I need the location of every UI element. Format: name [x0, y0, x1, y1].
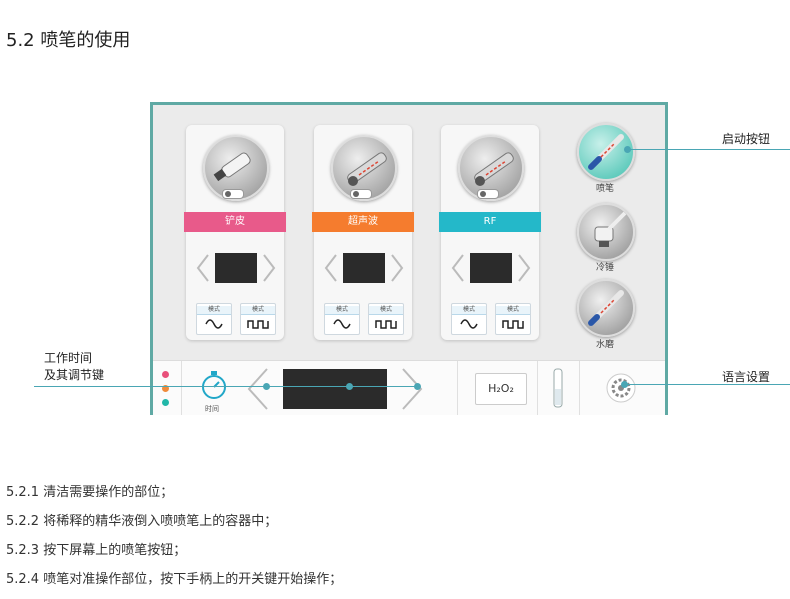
test-tube-icon: [553, 368, 563, 408]
ultrasonic-tool-button[interactable]: [331, 135, 397, 201]
mode-label: 模式: [496, 306, 530, 315]
callout-work-time-line2: 及其调节键: [44, 368, 105, 382]
callout-line-start: [627, 149, 790, 150]
callout-dot: [346, 383, 353, 390]
callout-dot: [624, 146, 631, 153]
rf-handpiece-icon: [474, 152, 514, 186]
panel-label-rf: RF: [439, 212, 541, 232]
panel-label-ultrasonic: 超声波: [312, 212, 414, 232]
ultrasonic-level-display: [343, 253, 385, 283]
device-screen: 铲皮 模式 模式 超声波 模式 模式: [150, 102, 668, 415]
chevron-left-icon[interactable]: [449, 253, 467, 283]
ultrasonic-toggle[interactable]: [350, 189, 372, 199]
gear-icon[interactable]: [605, 372, 637, 404]
divider: [181, 361, 182, 415]
h2o2-button[interactable]: H₂O₂: [475, 373, 527, 405]
callout-dot: [621, 381, 628, 388]
step-3: 5.2.3 按下屏幕上的喷笔按钮；: [6, 543, 187, 558]
side-label-spray: 喷笔: [595, 184, 614, 194]
ultrasonic-handpiece-icon: [347, 152, 387, 186]
mode-sine-button[interactable]: 模式: [196, 303, 232, 335]
mode-label: 模式: [452, 306, 486, 315]
mode-sine-button[interactable]: 模式: [451, 303, 487, 335]
panel-ultrasonic: 超声波 模式 模式: [312, 125, 414, 340]
timer-label: 时间: [205, 405, 219, 413]
square-wave-icon: [247, 320, 269, 329]
callout-start-button: 启动按钮: [722, 132, 771, 146]
mode-label: 模式: [197, 306, 231, 315]
spatula-handpiece-icon: [213, 152, 251, 182]
mode-label: 模式: [325, 306, 359, 315]
callout-language: 语言设置: [722, 370, 771, 384]
time-increase-chevron-icon[interactable]: [399, 367, 425, 411]
work-time-display: [283, 369, 387, 409]
sine-wave-icon: [333, 319, 351, 329]
mode-label: 模式: [369, 306, 403, 315]
mode-pulse-button[interactable]: 模式: [240, 303, 276, 335]
side-label-cold-hammer: 冷锤: [595, 263, 614, 273]
cold-hammer-icon: [594, 211, 627, 247]
callout-line-language: [624, 384, 790, 385]
callout-work-time-line1: 工作时间: [44, 351, 93, 365]
section-heading: 5.2 喷笔的使用: [6, 30, 131, 51]
sine-wave-icon: [205, 319, 223, 329]
step-2: 5.2.2 将稀释的精华液倒入喷喷笔上的容器中；: [6, 514, 278, 529]
status-dot-orange: [162, 385, 169, 392]
peeling-toggle[interactable]: [222, 189, 244, 199]
rf-level-display: [470, 253, 512, 283]
mode-pulse-button[interactable]: 模式: [368, 303, 404, 335]
divider: [579, 361, 580, 415]
rf-tool-button[interactable]: [458, 135, 524, 201]
dermabrasion-pen-icon: [588, 290, 624, 326]
chevron-right-icon[interactable]: [515, 253, 533, 283]
stopwatch-icon[interactable]: [199, 369, 229, 401]
peeling-level-display: [215, 253, 257, 283]
divider: [537, 361, 538, 415]
spray-pen-start-button[interactable]: [577, 123, 635, 181]
chevron-left-icon[interactable]: [194, 253, 212, 283]
chevron-left-icon[interactable]: [322, 253, 340, 283]
mode-sine-button[interactable]: 模式: [324, 303, 360, 335]
callout-line-work-time: [34, 386, 418, 387]
panel-label-peeling: 铲皮: [184, 212, 286, 232]
sine-wave-icon: [460, 319, 478, 329]
step-4: 5.2.4 喷笔对准操作部位，按下手柄上的开关键开始操作；: [6, 572, 343, 587]
time-decrease-chevron-icon[interactable]: [245, 367, 271, 411]
cold-hammer-button[interactable]: [577, 203, 635, 261]
bottom-bar: 时间 H₂O₂: [153, 360, 665, 415]
chevron-right-icon[interactable]: [260, 253, 278, 283]
mode-pulse-button[interactable]: 模式: [495, 303, 531, 335]
divider: [457, 361, 458, 415]
callout-dot: [414, 383, 421, 390]
square-wave-icon: [502, 320, 524, 329]
mode-label: 模式: [241, 306, 275, 315]
step-1: 5.2.1 清洁需要操作的部位；: [6, 485, 174, 500]
status-dot-pink: [162, 371, 169, 378]
panel-peeling: 铲皮 模式 模式: [184, 125, 286, 340]
spray-pen-icon: [588, 134, 624, 170]
panel-rf: RF 模式 模式: [439, 125, 541, 340]
callout-dot: [263, 383, 270, 390]
chevron-right-icon[interactable]: [388, 253, 406, 283]
dermabrasion-button[interactable]: [577, 279, 635, 337]
square-wave-icon: [375, 320, 397, 329]
side-label-dermabrasion: 水磨: [595, 340, 614, 350]
status-dot-teal: [162, 399, 169, 406]
rf-toggle[interactable]: [477, 189, 499, 199]
